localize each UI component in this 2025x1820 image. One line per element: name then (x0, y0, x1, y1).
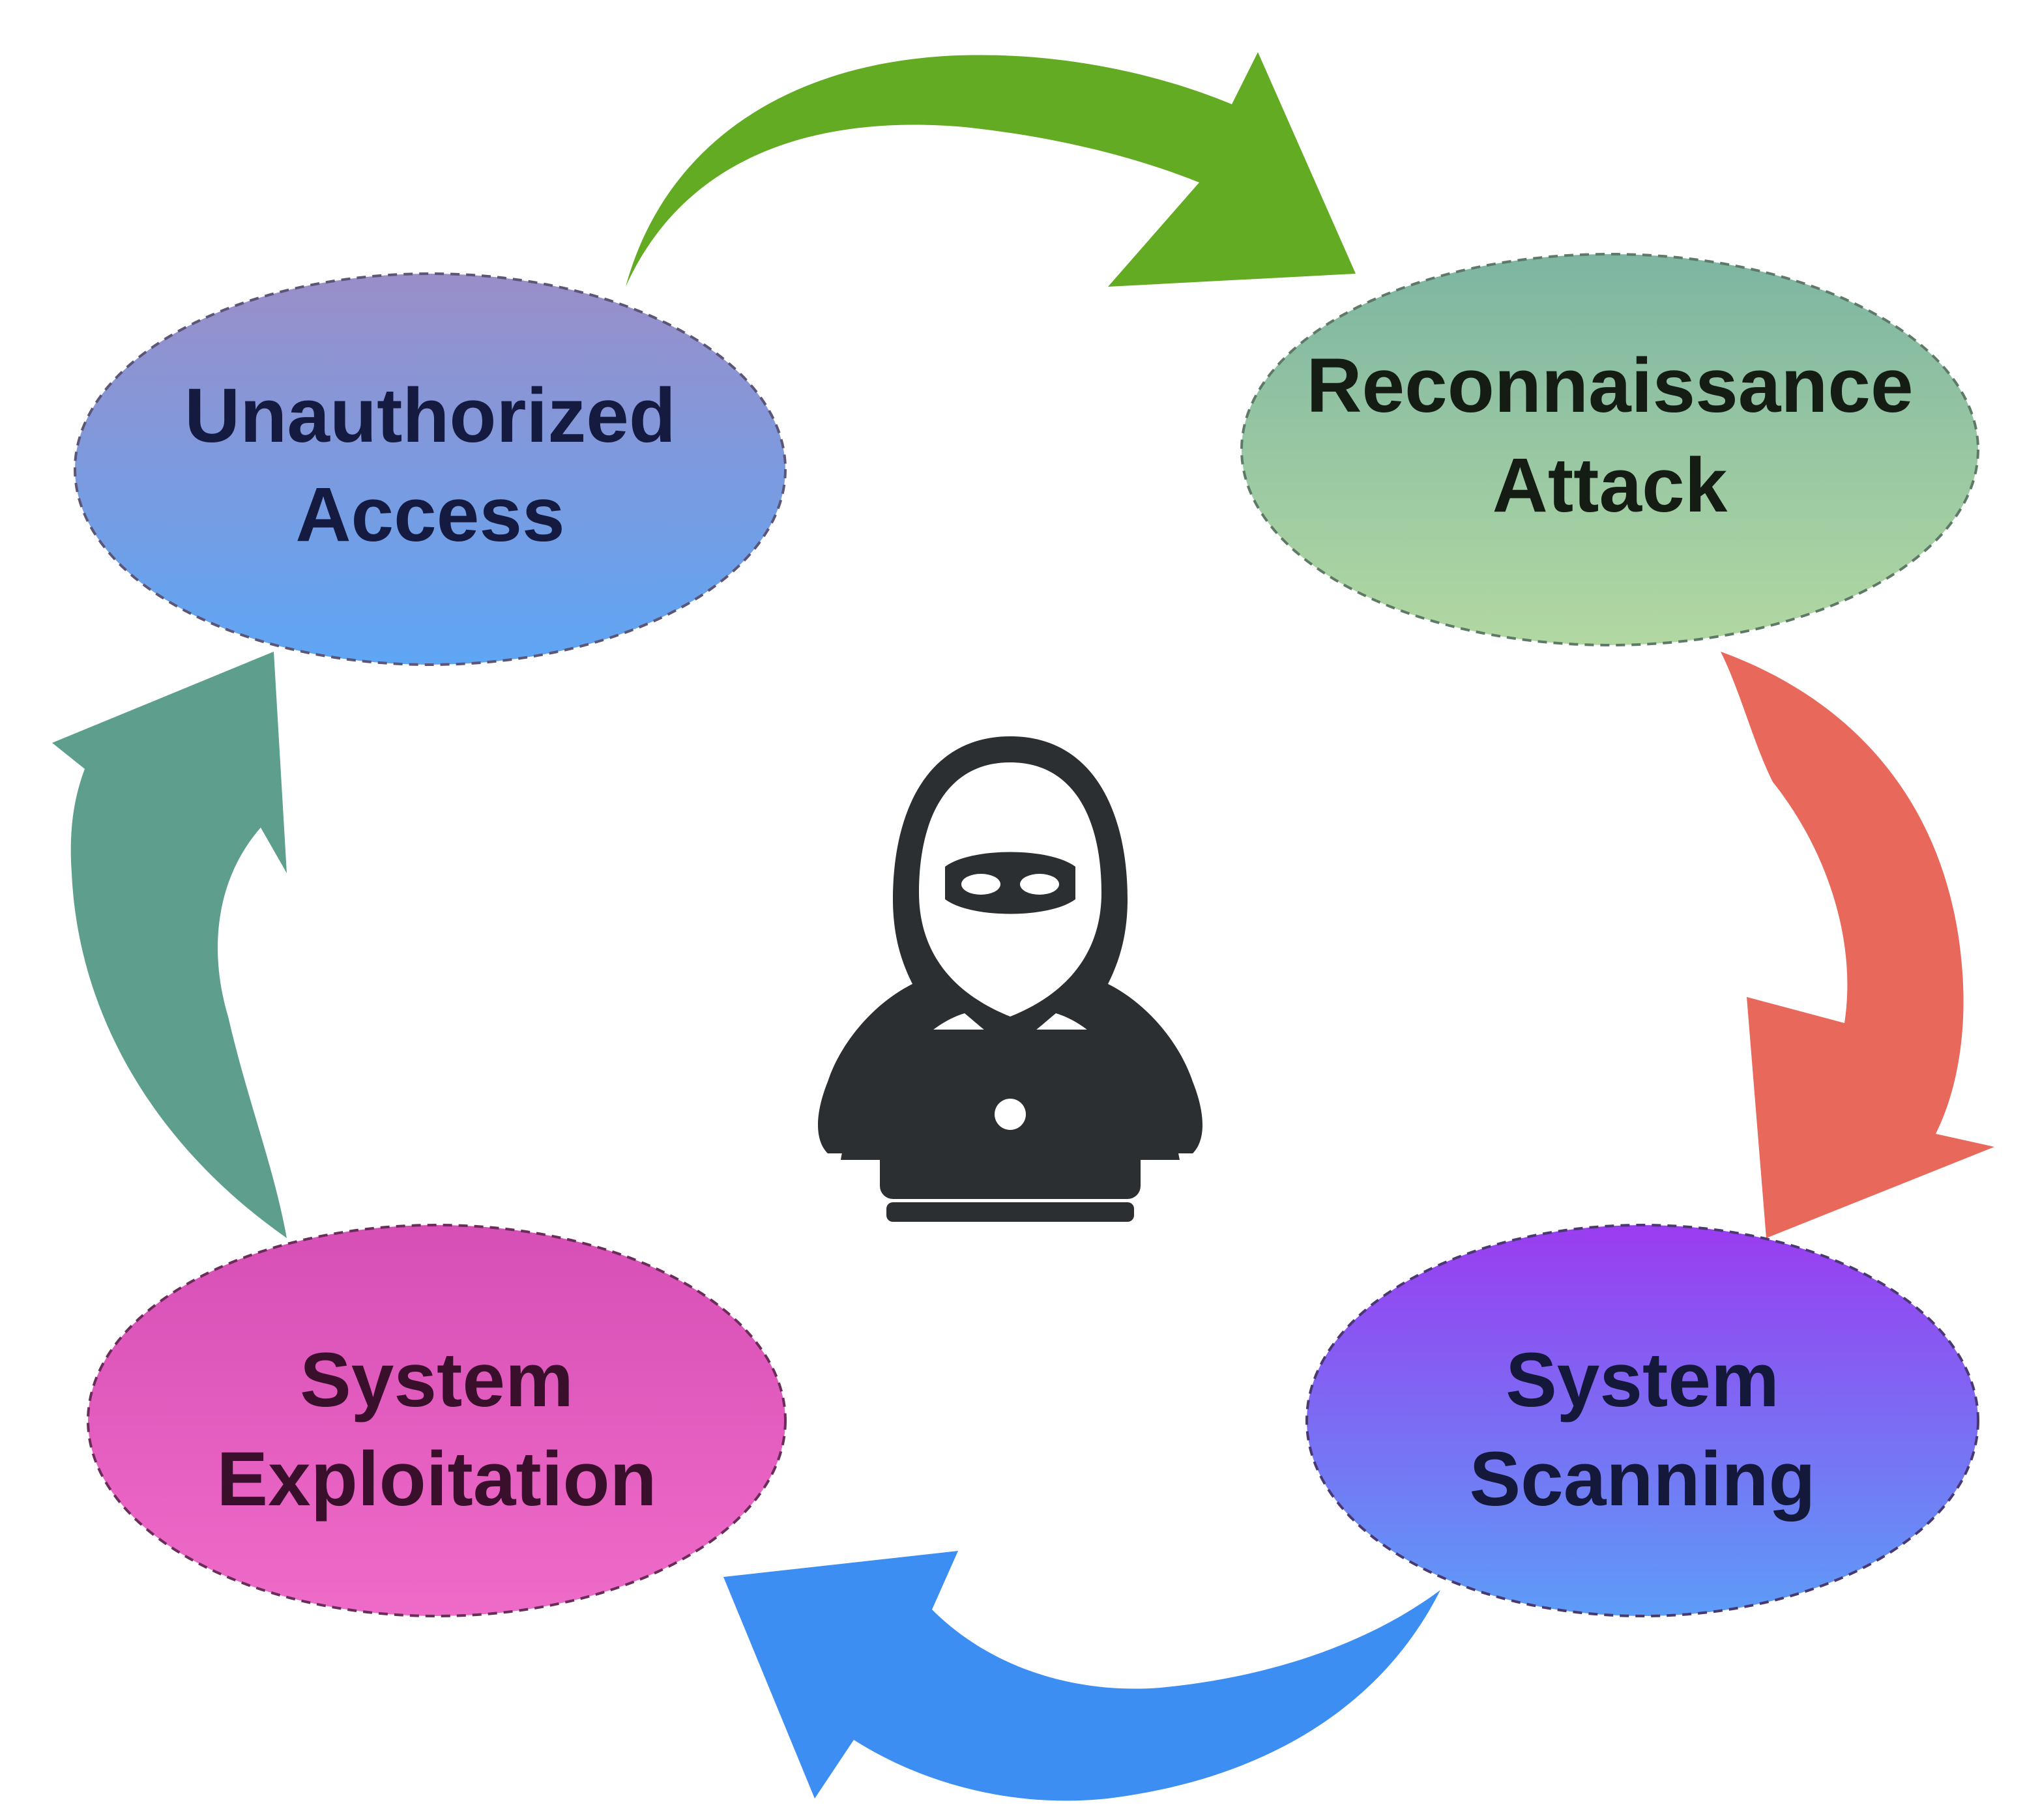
arrow-exploitation-to-access (52, 652, 287, 1238)
laptop-base (886, 1202, 1134, 1222)
node-reconnaissance-attack-shape (1240, 253, 1979, 646)
hacker-mask (945, 852, 1075, 914)
node-system-exploitation-line2: Exploitation (216, 1436, 656, 1522)
node-system-exploitation: System Exploitation (87, 1224, 787, 1617)
laptop-logo-dot (995, 1099, 1026, 1130)
node-system-scanning-shape (1305, 1224, 1979, 1617)
hacker-arms (841, 1101, 1180, 1160)
arrow-scanning-to-exploitation (723, 1551, 1440, 1801)
hacker-with-laptop-icon (818, 736, 1202, 1222)
node-unauthorized-access-line1: Unauthorized (184, 373, 676, 459)
hacker-hood (818, 736, 1202, 1153)
node-reconnaissance-attack-line2: Attack (1493, 442, 1728, 528)
node-system-scanning: System Scanning (1305, 1224, 1979, 1617)
node-system-exploitation-line1: System (300, 1337, 574, 1423)
node-reconnaissance-attack-line1: Reconnaissance (1306, 343, 1913, 429)
node-system-exploitation-shape (87, 1224, 787, 1617)
arrow-recon-to-scanning (1721, 652, 1994, 1238)
hacker-left-eye (961, 874, 1000, 895)
hacker-right-eye (1020, 874, 1059, 895)
arrow-access-to-recon (626, 52, 1356, 287)
node-reconnaissance-attack: Reconnaissance Attack (1240, 253, 1979, 646)
node-unauthorized-access-line2: Access (295, 472, 564, 558)
node-unauthorized-access: Unauthorized Access (74, 272, 787, 666)
node-system-scanning-line1: System (1506, 1337, 1779, 1423)
node-system-scanning-line2: Scanning (1469, 1436, 1815, 1522)
node-unauthorized-access-shape (74, 272, 787, 666)
